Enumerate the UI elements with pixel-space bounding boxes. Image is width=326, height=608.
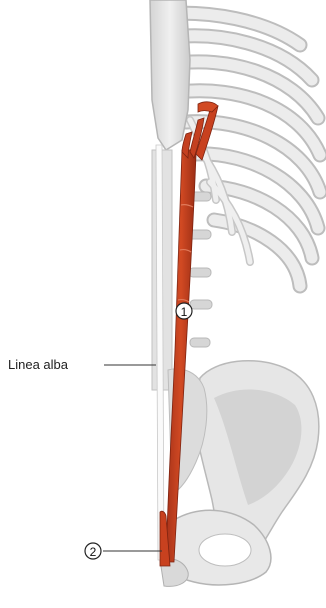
sternum (150, 0, 190, 150)
marker-1: 1 (176, 303, 192, 319)
label-linea-alba: Linea alba (8, 357, 69, 372)
marker-1-number: 1 (181, 305, 188, 319)
leader-lines (103, 365, 162, 551)
marker-2-number: 2 (90, 545, 97, 559)
marker-2: 2 (85, 543, 101, 559)
